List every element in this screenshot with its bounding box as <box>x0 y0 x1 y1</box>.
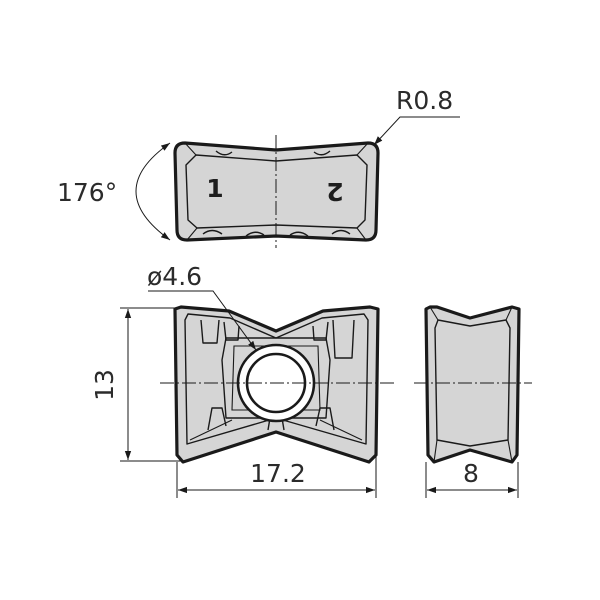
height-label: 13 <box>90 369 119 401</box>
hole-diameter-label: ø4.6 <box>147 262 202 291</box>
front-view <box>160 305 396 464</box>
hole-diameter-callout: ø4.6 <box>147 262 257 351</box>
side-view-outer-edge <box>424 305 521 464</box>
side-view-outline <box>426 307 519 462</box>
front-view-outer-edge <box>173 305 380 464</box>
top-view-chamfer-lines <box>184 142 369 241</box>
edge-mark-1: 1 <box>206 174 223 203</box>
side-view <box>414 305 532 464</box>
front-view-inner-edge <box>184 313 369 445</box>
corner-radius-leader <box>373 116 460 146</box>
height-dimension: 13 <box>90 307 182 462</box>
thickness-label: 8 <box>463 459 479 488</box>
corner-radius-callout: R0.8 <box>373 86 460 146</box>
hole-diameter-leader <box>148 290 257 351</box>
top-view-notches <box>202 150 351 237</box>
angle-label: 176° <box>57 178 117 207</box>
side-view-chamfer-lines <box>429 306 513 463</box>
angle-arc <box>135 142 171 241</box>
edge-mark-2: 2 <box>326 177 343 206</box>
front-view-upper-reliefs <box>200 319 355 359</box>
top-view: 1 2 <box>173 135 380 248</box>
angle-callout: 176° <box>57 142 171 241</box>
thickness-dimension: 8 <box>425 459 519 498</box>
length-label: 17.2 <box>250 459 306 488</box>
corner-radius-label: R0.8 <box>396 86 453 115</box>
length-dimension: 17.2 <box>176 456 377 498</box>
